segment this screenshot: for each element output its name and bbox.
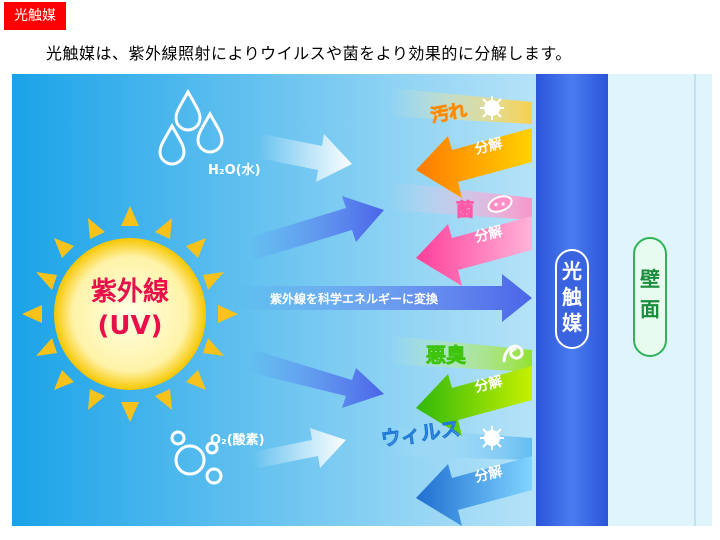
odor-decompose-arrow	[416, 366, 532, 436]
virus-result-label: 分解	[473, 463, 504, 486]
oxygen-arrow	[252, 428, 346, 468]
wall-label-box	[633, 237, 667, 357]
uv-arrow-conversion	[238, 274, 532, 322]
virus-decompose-arrow	[416, 456, 532, 526]
germ-result-label: 分解	[473, 223, 504, 246]
oxygen-label: O₂(酸素)	[210, 432, 265, 448]
photocatalyst-diagram: 紫外線 (UV) H₂O(水) O₂(酸素) 紫外線を科学エネルギーに変換 分解…	[12, 74, 712, 526]
water-drop-icon	[158, 88, 224, 166]
dirt-icon	[480, 96, 504, 120]
sun-label-uv-abbr: (UV)	[98, 311, 163, 341]
water-arrow	[258, 134, 352, 182]
germ-decompose-arrow	[416, 216, 532, 286]
conversion-label: 紫外線を科学エネルギーに変換	[270, 291, 439, 306]
sun	[54, 238, 206, 390]
germ-icon	[487, 195, 513, 213]
wall-label: 壁面	[640, 267, 660, 321]
dirt-decompose-arrow	[416, 128, 532, 198]
water-label: H₂O(水)	[208, 162, 261, 178]
photocatalyst-label: 光触媒	[561, 259, 583, 335]
photocatalyst-label-box	[555, 249, 589, 349]
odor-incoming-arrow	[388, 336, 532, 372]
dirt-result-label: 分解	[473, 135, 504, 158]
virus-icon	[480, 426, 504, 450]
title-badge: 光触媒	[4, 2, 66, 30]
uv-arrow-upper	[248, 196, 384, 260]
oxygen-bubble-icon	[170, 430, 223, 485]
dirt-incoming-arrow	[388, 88, 532, 124]
sun-rays	[22, 206, 238, 422]
sun-label-uv: 紫外線	[91, 276, 169, 307]
subtitle: 光触媒は、紫外線照射によりウイルスや菌をより効果的に分解します。	[46, 44, 572, 63]
odor-result-label: 分解	[473, 373, 504, 396]
uv-arrow-lower	[248, 350, 384, 408]
odor-label: 悪臭	[426, 343, 466, 367]
germ-label: 菌	[456, 200, 474, 221]
odor-icon	[502, 344, 524, 363]
